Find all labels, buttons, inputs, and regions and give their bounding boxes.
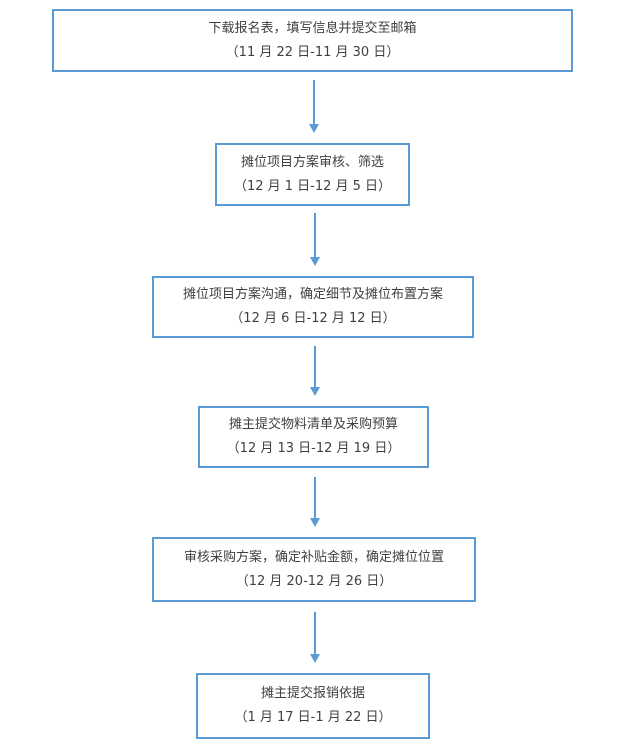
step-2-date: （12 月 1 日-12 月 5 日） (233, 178, 392, 194)
step-6-date: （1 月 17 日-1 月 22 日） (234, 710, 392, 725)
step-5-box: 审核采购方案，确定补贴金额，确定摊位位置 （12 月 20-12 月 26 日） (152, 537, 476, 602)
step-3-date: （12 月 6 日-12 月 12 日） (230, 311, 396, 326)
step-6-box: 摊主提交报销依据 （1 月 17 日-1 月 22 日） (196, 673, 430, 739)
step-1-box: 下载报名表，填写信息并提交至邮箱 （11 月 22 日-11 月 30 日） (52, 9, 573, 72)
arrow-head (310, 257, 320, 266)
arrow-head (310, 654, 320, 663)
step-3-title: 摊位项目方案沟通，确定细节及摊位布置方案 (182, 287, 443, 302)
step-6-title: 摊主提交报销依据 (260, 686, 365, 701)
step-5-title: 审核采购方案，确定补贴金额，确定摊位位置 (183, 549, 444, 565)
arrow-2-to-3 (310, 213, 320, 266)
arrow-5-to-6 (310, 612, 320, 663)
step-4-box: 摊主提交物料清单及采购预算 （12 月 13 日-12 月 19 日） (198, 406, 429, 468)
step-2-title: 摊位项目方案审核、筛选 (240, 154, 384, 170)
step-2-box: 摊位项目方案审核、筛选 （12 月 1 日-12 月 5 日） (215, 143, 410, 206)
arrow-1-to-2 (309, 80, 319, 133)
arrow-head (310, 518, 320, 527)
step-4-title: 摊主提交物料清单及采购预算 (228, 417, 398, 432)
arrow-4-to-5 (310, 477, 320, 527)
step-1-title: 下载报名表，填写信息并提交至邮箱 (208, 20, 417, 36)
arrow-head (310, 387, 320, 396)
arrow-3-to-4 (310, 346, 320, 396)
step-1-date: （11 月 22 日-11 月 30 日） (225, 44, 400, 60)
step-4-date: （12 月 13 日-12 月 19 日） (226, 441, 401, 456)
step-3-box: 摊位项目方案沟通，确定细节及摊位布置方案 （12 月 6 日-12 月 12 日… (152, 276, 474, 338)
step-5-date: （12 月 20-12 月 26 日） (235, 573, 393, 589)
arrow-head (309, 124, 319, 133)
